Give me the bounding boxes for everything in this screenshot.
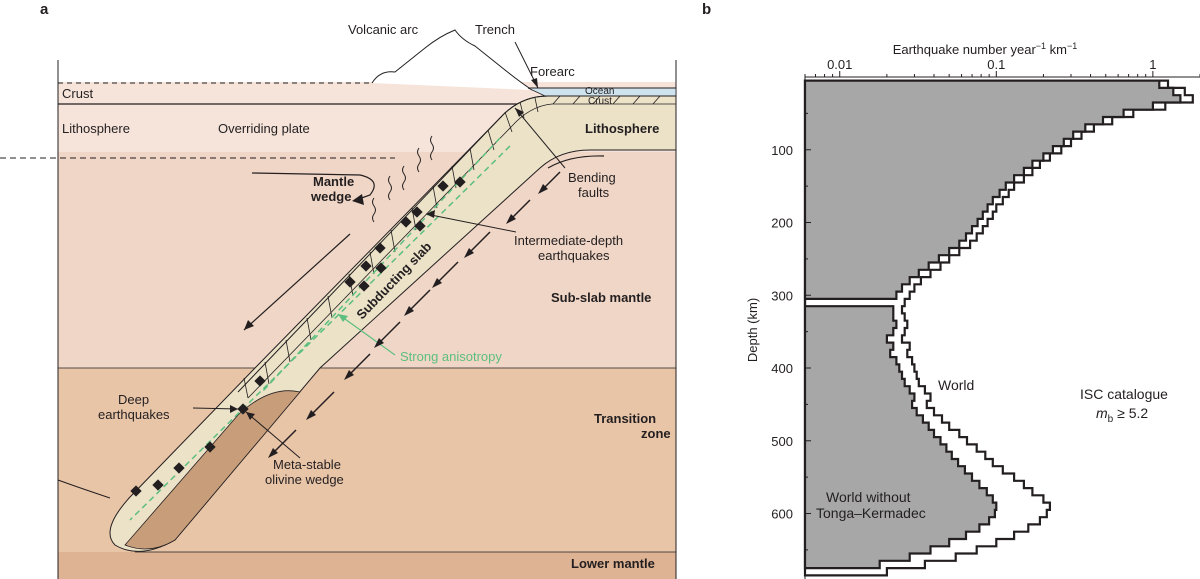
sub-slab-arrows <box>271 171 561 455</box>
volcanic-arc-topography <box>371 29 533 91</box>
annotation-isc-catalogue: ISC catalogue <box>1080 386 1168 402</box>
slab-tip-outline <box>57 479 111 499</box>
anisotropy-line-lower <box>129 145 511 521</box>
mantle-wedge-label-1: Mantle <box>313 174 354 189</box>
sub-slab-mantle-label: Sub-slab mantle <box>551 290 651 305</box>
olivine-wedge <box>124 390 301 550</box>
lower-mantle-layer <box>58 552 676 579</box>
series-label-world-without-2: Tonga–Kermadec <box>816 505 926 521</box>
squiggle <box>402 165 406 191</box>
anisotropy-pointer <box>337 313 396 356</box>
y-tick-label: 600 <box>771 507 793 522</box>
x-tick-label: 0.01 <box>827 57 852 72</box>
series-label-world: World <box>938 377 974 393</box>
sub-slab-flow-top <box>547 155 605 169</box>
olivine-wedge-leader <box>245 411 301 459</box>
arrowhead <box>352 194 364 205</box>
y-tick-label: 400 <box>771 361 793 376</box>
deep-eq-label-2: earthquakes <box>98 407 170 422</box>
series-world-without-tonga-kermadec <box>803 79 1182 570</box>
y-axis-title: Depth (km) <box>745 298 760 362</box>
anisotropy-arrowhead <box>338 314 348 322</box>
arrowhead <box>244 320 254 330</box>
squiggle <box>372 197 376 223</box>
trench-label: Trench <box>475 22 515 37</box>
y-tick-label: 500 <box>771 434 793 449</box>
annotation-magnitude: mb ≥ 5.2 <box>1096 405 1148 425</box>
transition-zone-label-1: Transition <box>594 411 656 426</box>
crust-label: Crust <box>62 86 93 101</box>
flow-arrows <box>243 155 605 331</box>
x-axis-title: Earthquake number year−1 km−1 <box>893 41 1078 57</box>
y-tick-label: 200 <box>771 216 793 231</box>
arrowheads <box>244 194 364 330</box>
overriding-plate-label: Overriding plate <box>218 121 310 136</box>
olivine-wedge-label-2: olivine wedge <box>265 472 344 487</box>
forearc-label: Forearc <box>530 64 575 79</box>
oceanic-crust-base-line <box>247 103 676 399</box>
leader-arrowheads <box>230 78 538 420</box>
lower-mantle-label: Lower mantle <box>571 556 655 571</box>
panel-b-label: b <box>702 1 711 18</box>
strong-anisotropy-label: Strong anisotropy <box>400 349 502 364</box>
ocean-label: Ocean <box>585 86 614 97</box>
series-label-world-without-1: World without <box>826 489 911 505</box>
panel-a-label: a <box>40 1 49 18</box>
sub-slab-arrowheads <box>268 184 548 458</box>
lithosphere-right-label: Lithosphere <box>585 121 659 136</box>
intermediate-eq-leader <box>425 213 517 233</box>
intermediate-eq-label-1: Intermediate-depth <box>514 233 623 248</box>
crust-hatch <box>552 95 661 105</box>
squiggle <box>417 147 421 173</box>
squiggle <box>430 135 434 161</box>
mantle-wedge-flow-line <box>251 172 375 201</box>
ocean-crust-label: Crust <box>588 96 612 107</box>
transition-zone-label-2: zone <box>641 426 671 441</box>
bending-faults-label-2: faults <box>578 185 610 200</box>
slab-top-line <box>237 95 676 393</box>
intermediate-eq-label-2: earthquakes <box>538 248 610 263</box>
depth-histogram-plot: 0.01 0.1 1 100 200 300 400 500 600 <box>771 57 1200 579</box>
olivine-wedge-label-1: Meta-stable <box>273 457 341 472</box>
deep-eq-label-1: Deep <box>118 392 149 407</box>
lithosphere-left-label: Lithosphere <box>62 121 130 136</box>
volcanic-arc-label: Volcanic arc <box>348 22 419 37</box>
x-tick-label: 1 <box>1149 57 1156 72</box>
x-tick-label: 0.1 <box>987 57 1005 72</box>
fluid-squiggles <box>372 135 434 223</box>
mantle-wedge-label-2: wedge <box>310 189 351 204</box>
y-tick-label: 100 <box>771 143 793 158</box>
y-tick-label: 300 <box>771 288 793 303</box>
panel-b: b Earthquake number year−1 km−1 0.01 0.1 1… <box>702 1 1200 579</box>
bending-faults-leader <box>514 107 566 169</box>
squiggle <box>388 175 392 201</box>
wedge-return-flow-line <box>243 233 351 331</box>
panel-a: a <box>0 1 677 579</box>
bending-faults-label-1: Bending <box>568 170 616 185</box>
